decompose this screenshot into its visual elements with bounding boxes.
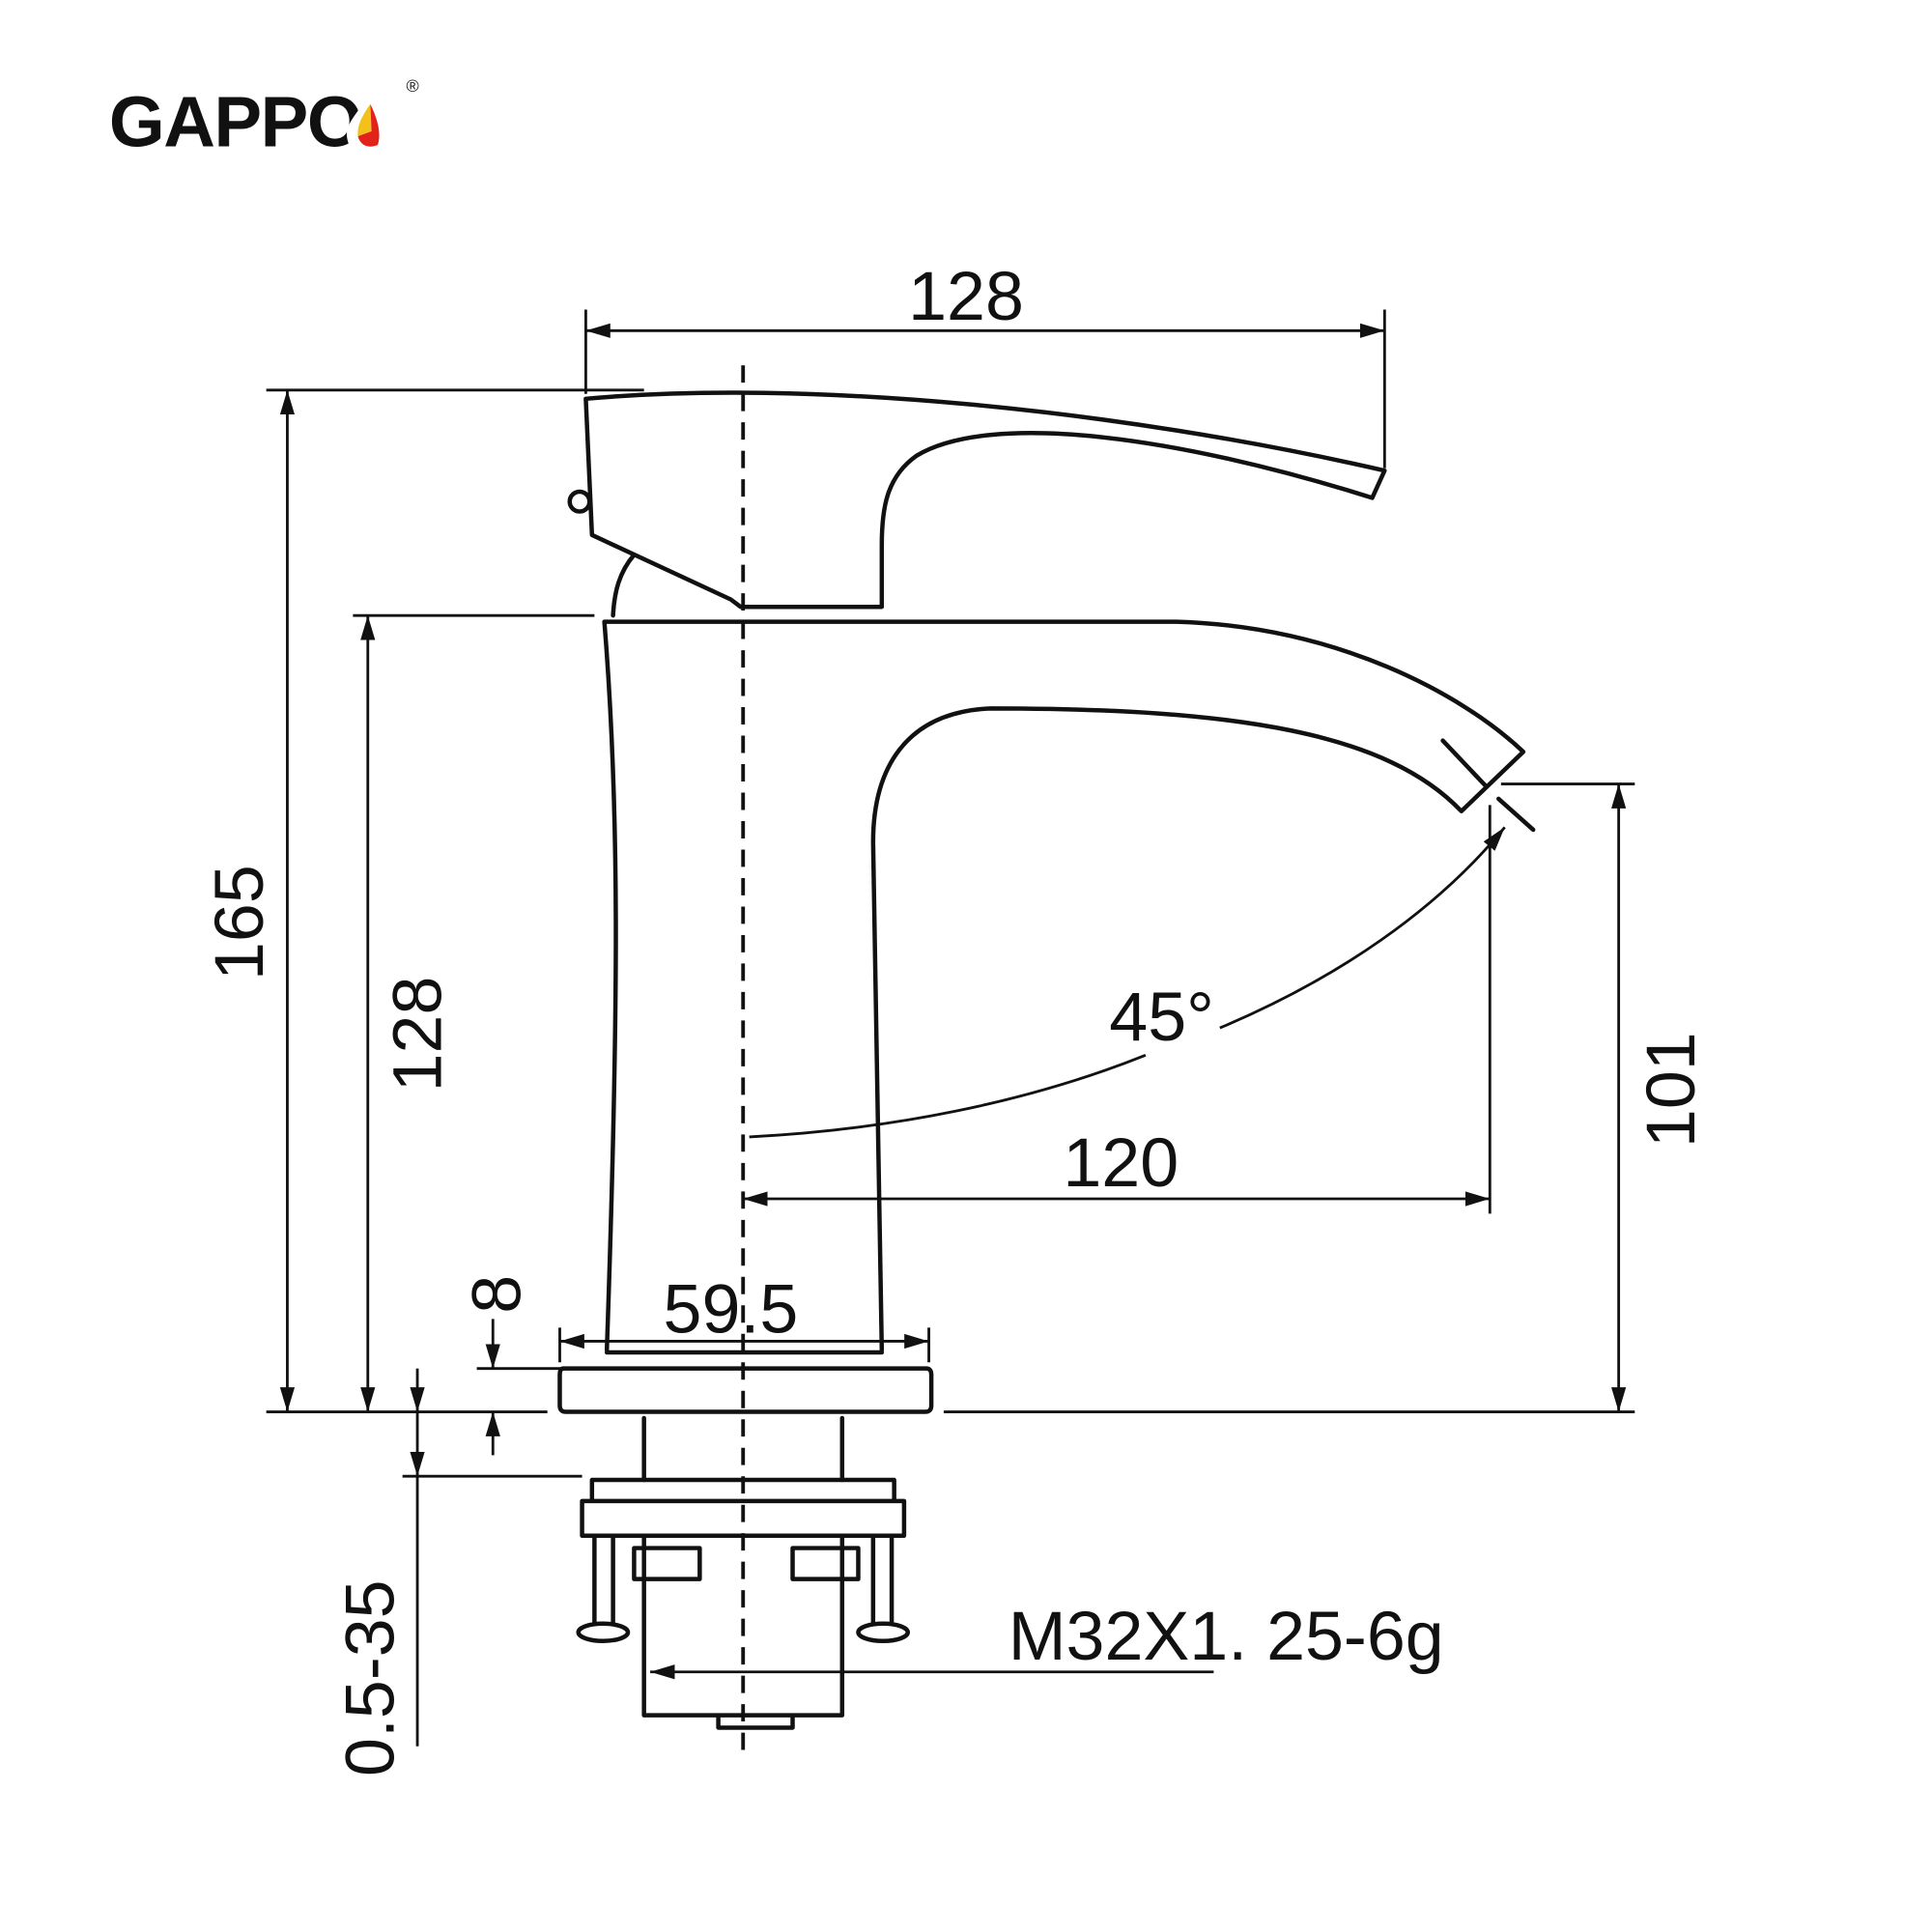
logo-text: GAPPO <box>109 81 363 161</box>
countertop-thickness-label: 0.5-35 <box>332 1579 410 1776</box>
faucet-outline <box>557 365 1536 1759</box>
faucet-body <box>602 619 1526 1352</box>
swivel-arc <box>1219 826 1506 1030</box>
bolt-foot <box>856 1621 910 1643</box>
aerator-mark <box>1440 738 1489 789</box>
registered-mark: ® <box>407 76 419 96</box>
mounting-bolts <box>592 1533 895 1625</box>
base-thickness-label: 8 <box>458 1275 535 1314</box>
base-diameter-label: 59.5 <box>664 1270 799 1348</box>
thread-spec-label: M32X1. 25-6g <box>1009 1598 1444 1675</box>
flame-drop-icon <box>346 86 402 161</box>
handle-length-label: 128 <box>908 258 1024 335</box>
body-height-label: 128 <box>379 977 456 1093</box>
base-plate <box>557 1350 934 1414</box>
spout-reach-label: 120 <box>1063 1124 1179 1202</box>
total-height-label: 165 <box>201 865 278 980</box>
dimension-lines: 128 165 128 101 120 45° 8 59.5 <box>201 258 1710 1776</box>
gappo-logo: GAPPO ® <box>109 76 419 161</box>
lever-knob <box>567 489 592 514</box>
swivel-angle-label: 45° <box>1109 979 1214 1056</box>
cartridge-neck <box>611 553 637 618</box>
aerator-mark <box>1496 796 1536 833</box>
mounting-nut <box>580 1477 907 1581</box>
spout-height-label: 101 <box>1633 1032 1710 1148</box>
bolt-foot <box>576 1621 631 1643</box>
swivel-arc <box>749 1053 1147 1139</box>
lever-handle <box>583 390 1387 610</box>
shank <box>641 1415 845 1483</box>
